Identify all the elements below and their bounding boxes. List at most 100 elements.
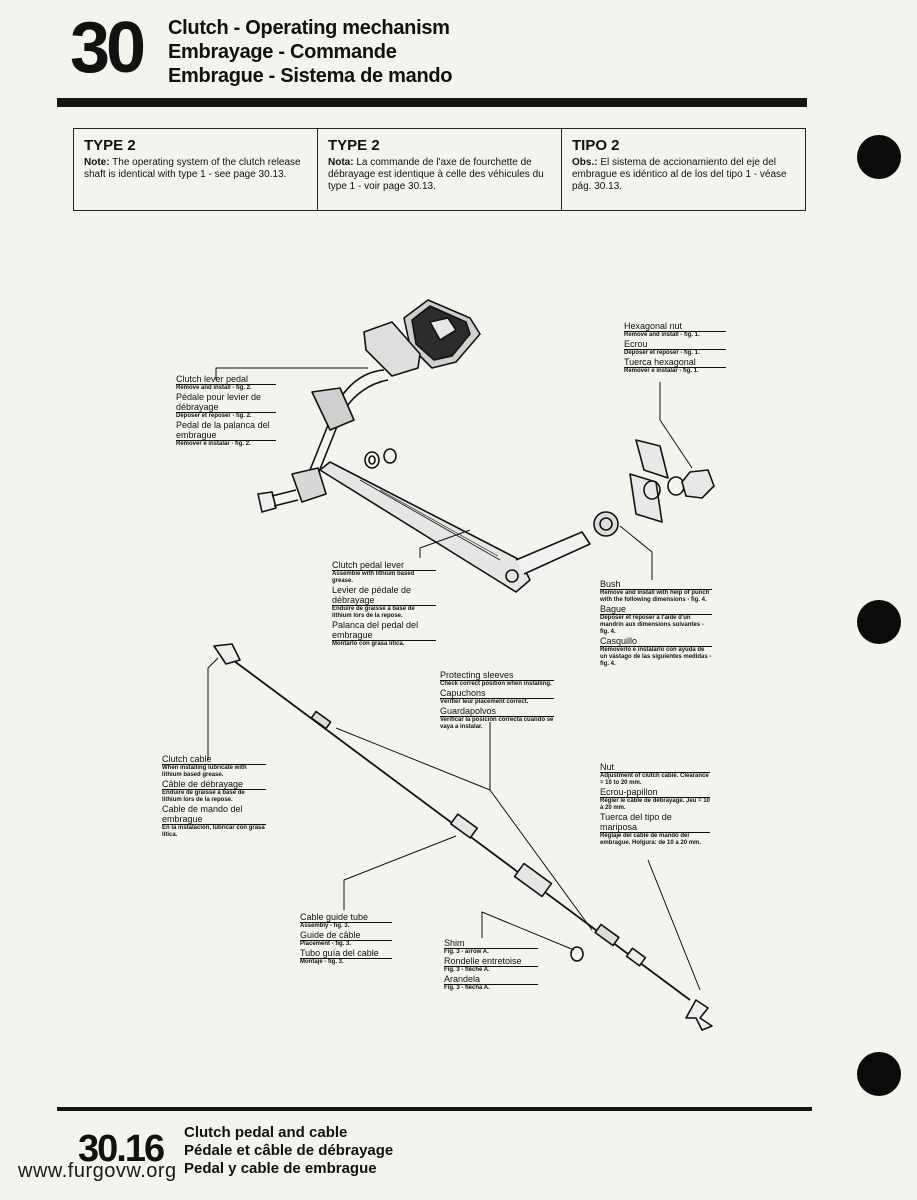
punch-hole: [857, 1052, 901, 1096]
callout-fr-sub: Placement - fig. 3.: [300, 941, 352, 947]
note-text: El sistema de accionamiento del eje del …: [572, 157, 787, 192]
note-text: La commande de l'axe de fourchette de dé…: [328, 157, 544, 192]
callout-en: Shim: [444, 938, 538, 949]
note-type: TYPE 2: [328, 137, 380, 154]
callout-en-sub: Fig. 3 - arrow A.: [444, 949, 489, 955]
callout-en-sub: Remove and install - fig. 2.: [176, 385, 252, 391]
callout-en-sub: When installing lubricate with lithium b…: [162, 765, 247, 778]
callout-es-sub: En la instalación, lubricar con grasa lí…: [162, 825, 265, 838]
shim: [570, 946, 584, 962]
washer-right: [643, 480, 661, 500]
callout-fr-sub: Enduire de graisse à base de lithium lor…: [162, 790, 245, 803]
lever-body: [319, 461, 531, 593]
callout-es: Pedal de la palanca del embrague: [176, 420, 276, 441]
bolt: [257, 489, 299, 513]
bush: [593, 511, 619, 537]
note-type: TYPE 2: [84, 137, 136, 154]
title-es: Embrague - Sistema de mando: [168, 65, 453, 87]
note-label: Nota:: [328, 157, 354, 168]
washer: [383, 448, 397, 464]
callout-en-sub: Remove and install with help of punch wi…: [600, 590, 710, 603]
callout-en-sub: Remove and install - fig. 1.: [624, 332, 700, 338]
punch-hole: [857, 135, 901, 179]
callout-lever-pedal: Clutch lever pedal Remove and install - …: [176, 374, 276, 448]
bracket: [635, 439, 669, 479]
callout-en-sub: Assembly - fig. 3.: [300, 923, 350, 929]
chapter-number: 30: [70, 8, 146, 88]
callout-es: Tubo guía del cable: [300, 948, 392, 959]
header-rule: [57, 98, 807, 107]
lever-pivot: [505, 569, 519, 583]
callout-es: Tuerca del tipo de mariposa: [600, 812, 710, 833]
lever-shaft: [515, 531, 591, 575]
callout-en-sub: Assemble with lithium based grease.: [332, 571, 415, 584]
callout-en-sub: Check correct position when installing.: [440, 681, 552, 687]
callout-fr: Câble de débrayage: [162, 779, 266, 790]
pedal-pad-holder: [363, 321, 421, 377]
footer-title-es: Pedal y cable de embrague: [184, 1160, 377, 1177]
callout-es: Tuerca hexagonal: [624, 357, 726, 368]
callout-wing-nut: Nut Adjustment of clutch cable. Clearanc…: [600, 762, 710, 847]
callout-fr-sub: Fig. 3 - flèche A.: [444, 967, 490, 973]
callout-en: Cable guide tube: [300, 912, 392, 923]
callout-es-sub: Removerlo e instalarlo con ayuda de un v…: [600, 647, 712, 667]
punch-hole: [857, 600, 901, 644]
callout-fr-sub: Déposer et reposer à l'aide d'un mandrin…: [600, 615, 704, 635]
callout-fr: Levier de pédale de débrayage: [332, 585, 436, 606]
callout-en: Clutch lever pedal: [176, 374, 276, 385]
callout-es: Palanca del pedal del embrague: [332, 620, 436, 641]
title-fr: Embrayage - Commande: [168, 41, 397, 63]
hex-nut: [681, 469, 715, 499]
callout-shim: Shim Fig. 3 - arrow A. Rondelle entretoi…: [444, 938, 538, 992]
callout-en: Hexagonal nut: [624, 321, 726, 332]
header-titles: Clutch - Operating mechanism Embrayage -…: [168, 16, 453, 88]
callout-guide-tube: Cable guide tube Assembly - fig. 3. Guid…: [300, 912, 392, 966]
note-fr: TYPE 2 Nota: La commande de l'axe de fou…: [318, 129, 562, 210]
callout-fr-sub: Déposer et reposer - fig. 2.: [176, 413, 252, 419]
pedal-clamp: [311, 387, 355, 431]
note-es: TIPO 2 Obs.: El sistema de accionamiento…: [562, 129, 805, 210]
footer-rule: [57, 1107, 812, 1111]
callout-es-sub: Reglaje del cable de mando del embrague.…: [600, 833, 702, 846]
callout-es-sub: Remover e instalar - fig. 2.: [176, 441, 251, 447]
page-number: 30.16: [78, 1128, 165, 1170]
callout-en: Clutch cable: [162, 754, 266, 765]
callout-fr-sub: Déposer et reposer - fig. 1.: [624, 350, 700, 356]
callout-sleeves: Protecting sleeves Check correct positio…: [440, 670, 554, 731]
callout-es-sub: Remover e instalar - fig. 1.: [624, 368, 699, 374]
callout-fr: Rondelle entretoise: [444, 956, 538, 967]
callout-es: Guardapolvos: [440, 706, 554, 717]
callout-fr: Ecrou: [624, 339, 726, 350]
note-type: TIPO 2: [572, 137, 620, 154]
pedal-clevis: [291, 467, 327, 503]
callout-bush: Bush Remove and install with help of pun…: [600, 579, 712, 668]
wing-nut: [685, 999, 713, 1031]
callout-es-sub: Montaje - fig. 3.: [300, 959, 344, 965]
callout-en: Clutch pedal lever: [332, 560, 436, 571]
callout-fr: Pédale pour levier de débrayage: [176, 392, 276, 413]
callout-hex-nut: Hexagonal nut Remove and install - fig. …: [624, 321, 726, 375]
note-text: The operating system of the clutch relea…: [84, 157, 301, 180]
footer-title-fr: Pédale et câble de débrayage: [184, 1142, 394, 1159]
footer-title-en: Clutch pedal and cable: [184, 1124, 348, 1141]
callout-pedal-lever: Clutch pedal lever Assemble with lithium…: [332, 560, 436, 648]
callout-fr: Capuchons: [440, 688, 554, 699]
callout-es-sub: Montarlo con grasa lítica.: [332, 641, 405, 647]
washer: [364, 451, 380, 469]
note-label: Note:: [84, 157, 110, 168]
note-label: Obs.:: [572, 157, 598, 168]
footer-titles: Clutch pedal and cable Pédale et câble d…: [184, 1124, 393, 1178]
callout-fr-sub: Vérifier leur placement correct.: [440, 699, 529, 705]
callout-es-sub: Verificar la posición correcta cuando se…: [440, 717, 554, 730]
bracket-plate: [629, 473, 663, 523]
callout-fr: Ecrou-papillon: [600, 787, 710, 798]
callout-en: Bush: [600, 579, 712, 590]
callout-cable: Clutch cable When installing lubricate w…: [162, 754, 266, 839]
callout-fr-sub: Enduire de graisse à base de lithium lor…: [332, 606, 415, 619]
callout-en: Nut: [600, 762, 710, 773]
watermark: www.furgovw.org: [18, 1160, 177, 1182]
callout-en: Protecting sleeves: [440, 670, 554, 681]
washer-right: [667, 476, 685, 496]
title-en: Clutch - Operating mechanism: [168, 17, 450, 39]
